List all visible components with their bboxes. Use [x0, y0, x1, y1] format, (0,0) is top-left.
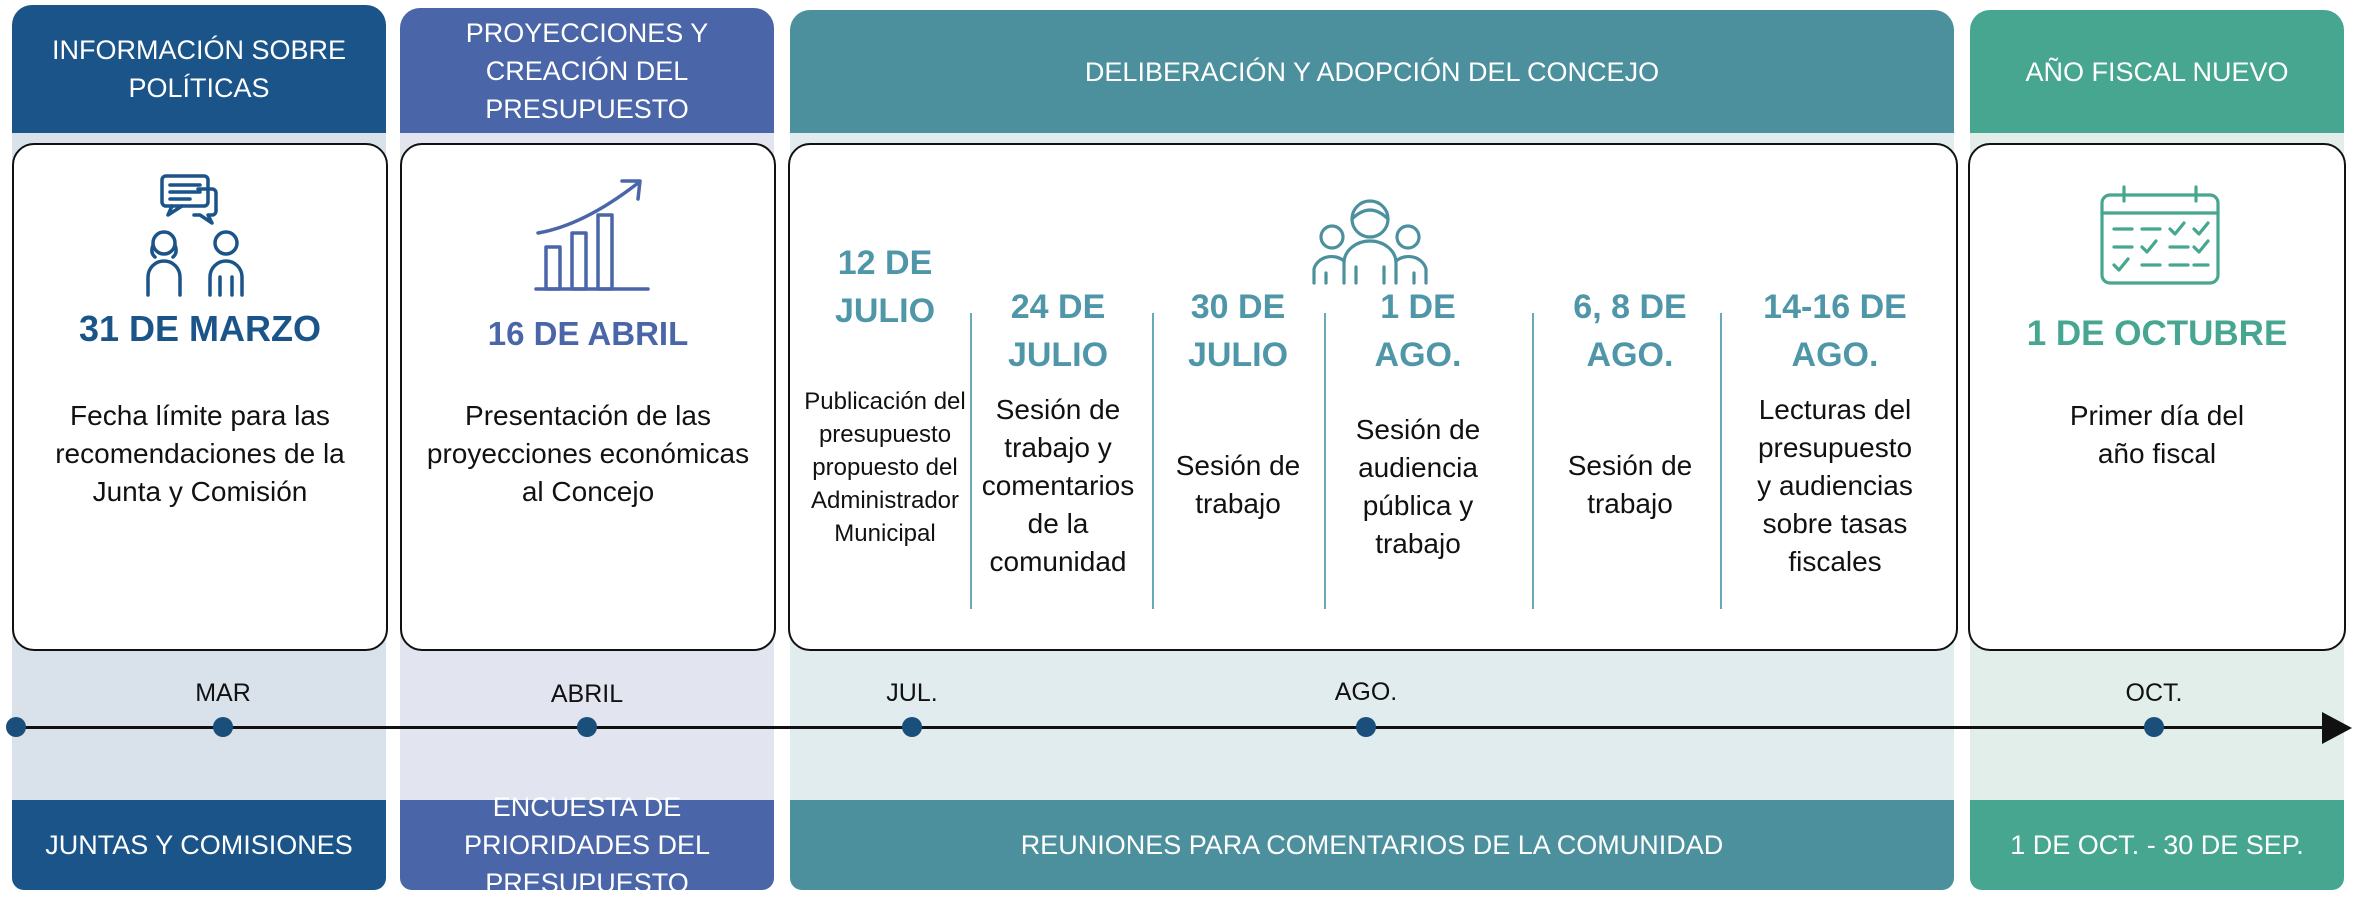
phase1-date: 31 DE MARZO — [78, 308, 322, 349]
phase4-card: 1 DE OCTUBRE Primer día del año fiscal — [1968, 143, 2346, 651]
growth-chart-icon — [534, 179, 650, 291]
milestone-date: 30 DE JULIO — [1187, 288, 1289, 374]
phase2-date: 16 DE ABRIL — [487, 315, 689, 352]
milestone-date: 1 DE AGO. — [1374, 288, 1462, 374]
timeline-start-dot — [6, 717, 26, 737]
phase2-header-text: PROYECCIONES Y CREACIÓN DEL PRESUPUESTO — [465, 17, 709, 124]
phase4-footer: 1 DE OCT. - 30 DE SEP. — [1970, 800, 2344, 890]
phase2-footer-text: ENCUESTA DE PRIORIDADES DEL PRESUPUESTO — [463, 792, 711, 898]
timeline-month-label: JUL. — [886, 679, 938, 707]
phase3-card: 12 DE JULIO Publicación del presupuesto … — [788, 143, 1958, 651]
phase3-footer-text: REUNIONES PARA COMENTARIOS DE LA COMUNID… — [1020, 830, 1724, 860]
timeline-month-label: OCT. — [2125, 679, 2183, 707]
phase3-header-text: DELIBERACIÓN Y ADOPCIÓN DEL CONCEJO — [1084, 56, 1660, 87]
discussion-people-icon — [146, 174, 244, 297]
phase4-date: 1 DE OCTUBRE — [2026, 314, 2288, 353]
phase1-footer-text: JUNTAS Y COMISIONES — [45, 830, 353, 860]
phase3-footer: REUNIONES PARA COMENTARIOS DE LA COMUNID… — [790, 800, 1954, 890]
milestone-description: Publicación del presupuesto propuesto de… — [804, 388, 966, 547]
phase2-description: Presentación de las proyecciones económi… — [426, 400, 750, 507]
phase4-footer-text: 1 DE OCT. - 30 DE SEP. — [2010, 830, 2304, 860]
phase1-footer: JUNTAS Y COMISIONES — [12, 800, 386, 890]
timeline-arrowhead-icon — [2322, 712, 2352, 744]
milestone-date: 6, 8 DE AGO. — [1573, 288, 1687, 374]
milestone-divider — [970, 313, 972, 609]
milestone-divider — [1324, 313, 1326, 609]
phase2-footer: ENCUESTA DE PRIORIDADES DEL PRESUPUESTO — [400, 792, 774, 898]
phase1-card: 31 DE MARZO Fecha límite para las recome… — [12, 143, 388, 651]
milestone-description: Sesión de trabajo — [1175, 450, 1301, 519]
timeline-dot-ago — [1356, 717, 1376, 737]
calendar-icon — [2100, 185, 2220, 285]
milestone-description: Sesión de trabajo y comentarios de la co… — [981, 394, 1135, 577]
timeline-dot-abril — [577, 717, 597, 737]
milestone-divider — [1152, 313, 1154, 609]
phase1-header: INFORMACIÓN SOBRE POLÍTICAS — [12, 5, 386, 133]
timeline-month-label: AGO. — [1334, 678, 1398, 706]
phase4-header: AÑO FISCAL NUEVO — [1970, 10, 2344, 133]
phase2-card: 16 DE ABRIL Presentación de las proyecci… — [400, 143, 776, 651]
milestone-description: Sesión de trabajo — [1567, 450, 1693, 519]
milestone-divider — [1720, 313, 1722, 609]
timeline-axis — [16, 726, 2326, 729]
group-people-icon — [1312, 199, 1428, 285]
timeline-dot-oct — [2144, 717, 2164, 737]
milestone-date: 24 DE JULIO — [1007, 288, 1109, 374]
phase3-header: DELIBERACIÓN Y ADOPCIÓN DEL CONCEJO — [790, 10, 1954, 133]
phase4-header-text: AÑO FISCAL NUEVO — [2025, 56, 2289, 87]
milestone-description: Lecturas del presupuesto y audiencias so… — [1757, 394, 1913, 577]
timeline-month-label: MAR — [195, 679, 251, 707]
timeline-dot-jul — [902, 717, 922, 737]
phase1-description: Fecha límite para las recomendaciones de… — [55, 400, 345, 507]
milestone-date: 12 DE JULIO — [834, 244, 936, 330]
phase4-description: Primer día del año fiscal — [2069, 400, 2245, 469]
timeline-dot-mar — [213, 717, 233, 737]
phase2-header: PROYECCIONES Y CREACIÓN DEL PRESUPUESTO — [400, 8, 774, 133]
phase1-header-text: INFORMACIÓN SOBRE POLÍTICAS — [51, 35, 347, 103]
milestone-description: Sesión de audiencia pública y trabajo — [1355, 414, 1481, 559]
milestone-divider — [1532, 313, 1534, 609]
timeline-month-label: ABRIL — [550, 680, 624, 708]
milestone-date: 14-16 DE AGO. — [1763, 288, 1907, 374]
